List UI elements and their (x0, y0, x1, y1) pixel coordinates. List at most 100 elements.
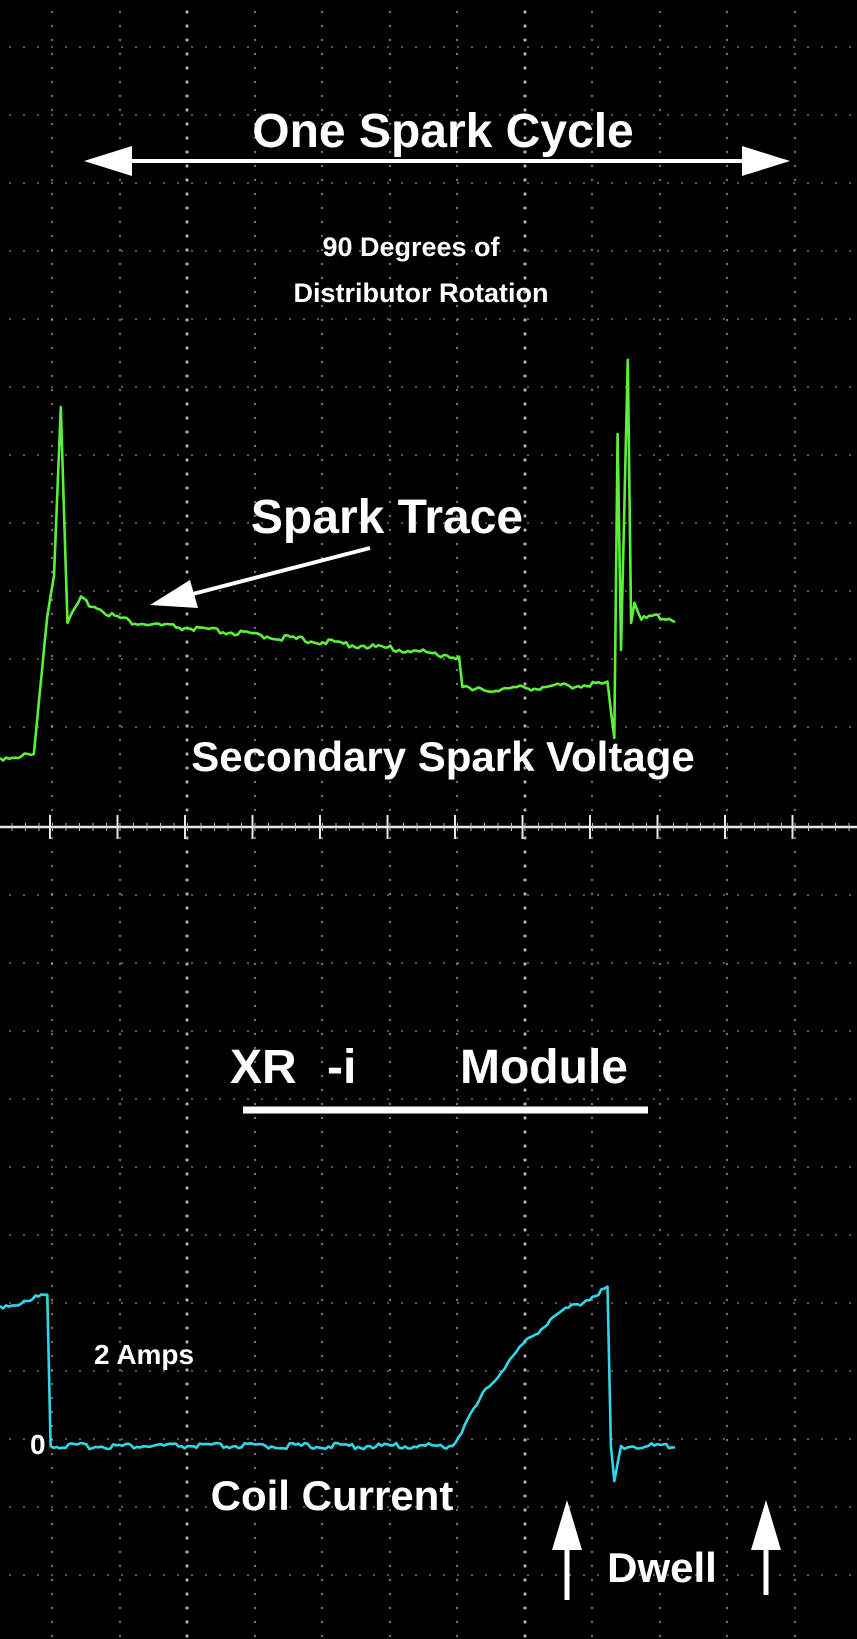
grid-dot (456, 317, 460, 321)
grid-dot (590, 1606, 594, 1610)
grid-dot (185, 1116, 189, 1120)
grid-dot (554, 1097, 558, 1101)
grid-dot (316, 113, 320, 117)
grid-dot (590, 514, 594, 518)
grid-dot (523, 1144, 527, 1148)
grid-dot (50, 990, 54, 994)
grid-dot (253, 1480, 257, 1484)
grid-dot (725, 164, 729, 168)
grid-dot (253, 66, 257, 70)
grid-dot (834, 1573, 838, 1577)
grid-dot (523, 1522, 527, 1526)
grid-dot (344, 589, 348, 593)
grid-dot (725, 1508, 729, 1512)
grid-dot (78, 725, 82, 729)
grid-dot (106, 45, 110, 49)
grid-dot (64, 1573, 68, 1577)
grid-dot (162, 1437, 166, 1441)
grid-dot (455, 1228, 459, 1232)
grid-dot (750, 1233, 754, 1237)
grid-dot (253, 1256, 257, 1260)
grid-dot (386, 961, 390, 965)
grid-dot (725, 108, 729, 112)
grid-dot (118, 122, 122, 126)
grid-dot (118, 1620, 122, 1624)
grid-dot (793, 80, 797, 84)
grid-dot (590, 122, 594, 126)
grid-dot (512, 1301, 516, 1305)
grid-dot (218, 1437, 222, 1441)
grid-dot (185, 388, 189, 392)
grid-dot (162, 725, 166, 729)
grid-dot (372, 725, 376, 729)
grid-dot (658, 1312, 662, 1316)
grid-dot (498, 385, 502, 389)
grid-dot (414, 453, 418, 457)
grid-dot (253, 1270, 257, 1274)
grid-dot (470, 317, 474, 321)
grid-dot (274, 893, 278, 897)
grid-dot (386, 521, 390, 525)
grid-dot (725, 710, 729, 714)
grid-dot (750, 249, 754, 253)
grid-dot (523, 206, 527, 210)
grid-dot (320, 766, 324, 770)
grid-dot (523, 710, 527, 714)
grid-dot (134, 961, 138, 965)
grid-dot (764, 113, 768, 117)
grid-dot (455, 724, 459, 728)
grid-dot (118, 1522, 122, 1526)
grid-dot (792, 1165, 796, 1169)
grid-dot (78, 1505, 82, 1509)
grid-dot (455, 1088, 459, 1092)
grid-dot (455, 570, 459, 574)
grid-dot (722, 1301, 726, 1305)
grid-dot (793, 1606, 797, 1610)
grid-dot (232, 893, 236, 897)
grid-dot (455, 766, 459, 770)
grid-dot (590, 668, 594, 672)
grid-dot (523, 1298, 527, 1302)
grid-dot (320, 528, 324, 532)
grid-dot (523, 1032, 527, 1036)
grid-dot (590, 472, 594, 476)
grid-dot (253, 1312, 257, 1316)
grid-dot (358, 657, 362, 661)
grid-dot (78, 589, 82, 593)
grid-dot (540, 1029, 544, 1033)
grid-dot (50, 657, 54, 661)
grid-dot (624, 1097, 628, 1101)
grid-dot (455, 1186, 459, 1190)
grid-dot (185, 1004, 189, 1008)
grid-dot (725, 1116, 729, 1120)
grid-dot (523, 906, 527, 910)
grid-dot (456, 521, 460, 525)
grid-dot (590, 1396, 594, 1400)
grid-dot (658, 248, 662, 252)
grid-dot (442, 113, 446, 117)
grid-dot (736, 385, 740, 389)
grid-dot (316, 181, 320, 185)
grid-dot (568, 1233, 572, 1237)
grid-dot (484, 1097, 488, 1101)
grid-dot (590, 1186, 594, 1190)
grid-dot (253, 206, 257, 210)
grid-dot (344, 45, 348, 49)
grid-dot (624, 521, 628, 525)
grid-dot (218, 317, 222, 321)
grid-dot (725, 556, 729, 560)
grid-dot (590, 640, 594, 644)
grid-dot (320, 262, 324, 266)
grid-dot (778, 1029, 782, 1033)
grid-dot (388, 528, 392, 532)
grid-dot (590, 1592, 594, 1596)
grid-dot (50, 808, 54, 812)
grid-dot (470, 45, 474, 49)
grid-dot (320, 668, 324, 672)
grid-dot (316, 589, 320, 593)
grid-dot (50, 38, 54, 42)
grid-dot (190, 1369, 194, 1373)
grid-dot (253, 472, 257, 476)
grid-dot (50, 780, 54, 784)
grid-dot (590, 304, 594, 308)
